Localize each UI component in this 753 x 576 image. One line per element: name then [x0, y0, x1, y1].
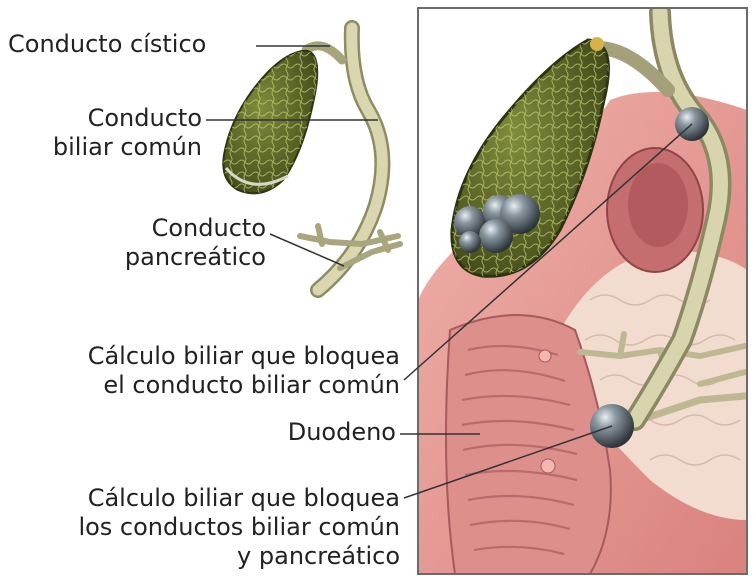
label-common-bile-duct-line1: Conducto — [50, 104, 202, 133]
label-duodenum: Duodeno — [200, 418, 396, 447]
label-cystic-duct-text: Conducto cístico — [8, 30, 206, 59]
label-stone-blocking-common: Cálculo biliar que bloquea el conducto b… — [0, 342, 400, 400]
label-pancreatic-duct: Conducto pancreático — [60, 214, 266, 272]
label-pancreatic-duct-line2: pancreático — [60, 243, 266, 272]
label-cystic-duct: Conducto cístico — [8, 30, 206, 59]
label-common-bile-duct-line2: biliar común — [50, 133, 202, 162]
detailed-panel — [418, 8, 747, 574]
label-stone-blocking-both-line2: los conductos biliar común — [0, 513, 400, 542]
label-stone-blocking-common-line1: Cálculo biliar que bloquea — [0, 342, 400, 371]
label-stone-blocking-both: Cálculo biliar que bloquea los conductos… — [0, 484, 400, 571]
label-duodenum-text: Duodeno — [200, 418, 396, 447]
label-stone-blocking-both-line3: y pancreático — [0, 542, 400, 571]
label-pancreatic-duct-line1: Conducto — [60, 214, 266, 243]
label-stone-blocking-common-line2: el conducto biliar común — [0, 371, 400, 400]
label-common-bile-duct: Conducto biliar común — [50, 104, 202, 162]
label-stone-blocking-both-line1: Cálculo biliar que bloquea — [0, 484, 400, 513]
